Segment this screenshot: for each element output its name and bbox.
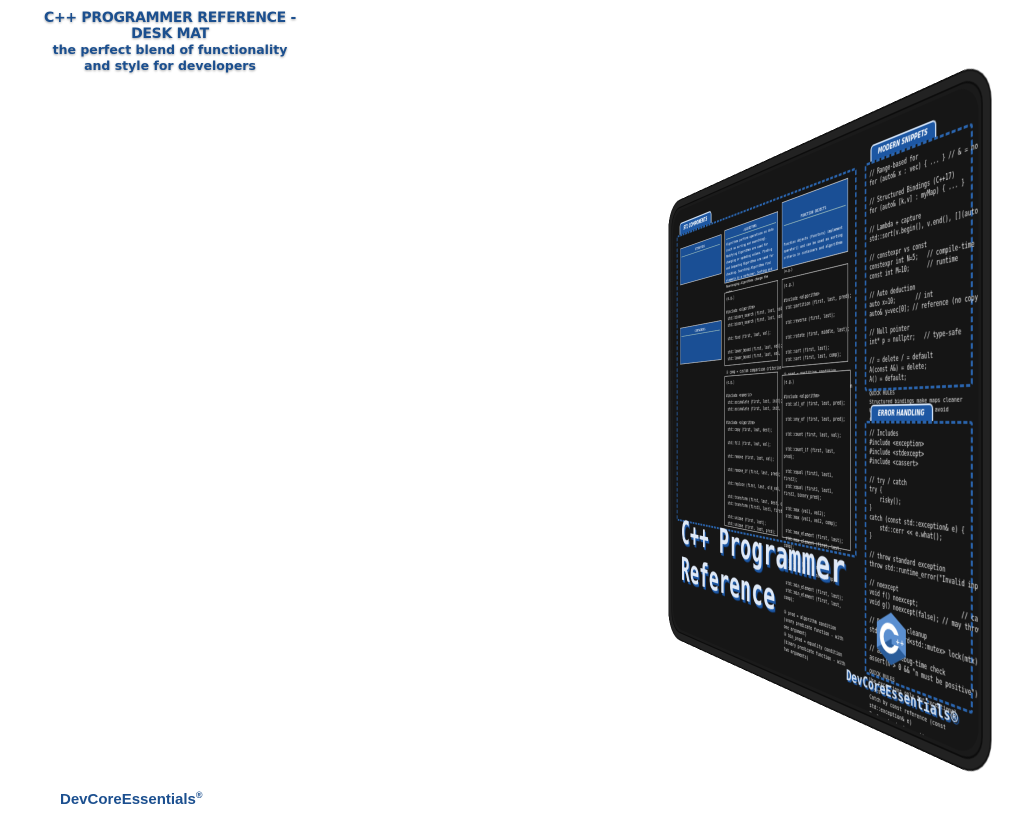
cpp-logo-icon: ++: [875, 608, 907, 671]
svg-text:++: ++: [896, 636, 905, 648]
modern-snippets-code: // Range-based for for (auto& x : vec) {…: [869, 141, 979, 384]
registered-mark: ®: [195, 790, 203, 800]
iterators-box: ITERATORS: [680, 234, 722, 286]
headline: C++ PROGRAMMER REFERENCE - DESK MAT the …: [40, 10, 300, 74]
algorithms-box: ALGORITHMS Algorithms perform operations…: [724, 211, 778, 295]
brand-footer: DevCoreEssentials®: [60, 790, 203, 808]
stl-panel: STL COMPONENTS ALGORITHMS Algorithms per…: [676, 167, 857, 668]
headline-title: C++ PROGRAMMER REFERENCE - DESK MAT: [44, 10, 296, 42]
function-objects-box: FUNCTION OBJECTS Function objects (funct…: [781, 177, 849, 301]
modern-snippets-panel: MODERN SNIPPETS // Range-based for for (…: [864, 118, 979, 442]
search-algorithms-box: (e.g.) #include <algorithm> std::binary_…: [724, 280, 796, 375]
compare-algorithms-box: (e.g.) #include <algorithm> std::all_of …: [781, 369, 851, 668]
sort-algorithms-box: (e.g.) #include <algorithm> std::partiti…: [781, 263, 852, 393]
error-handling-tab: ERROR HANDLING: [870, 403, 934, 421]
iterators-header: ITERATORS: [681, 238, 720, 258]
headline-subtitle: the perfect blend of functionality and s…: [52, 42, 288, 73]
mat-surface: STL COMPONENTS ALGORITHMS Algorithms per…: [673, 80, 979, 760]
brand-name: DevCoreEssentials: [60, 791, 196, 808]
containers-header: CONTAINERS: [681, 323, 720, 337]
containers-box: CONTAINERS: [680, 320, 722, 365]
modify-algorithms-box: (e.g.) #include <numeric> std::accumulat…: [724, 371, 812, 537]
stl-tab: STL COMPONENTS: [679, 210, 712, 235]
function-objects-header: FUNCTION OBJECTS: [783, 197, 846, 227]
modify-code: (e.g.) #include <numeric> std::accumulat…: [726, 379, 812, 536]
desk-mat: STL COMPONENTS ALGORITHMS Algorithms per…: [668, 60, 990, 780]
search-code: (e.g.) #include <algorithm> std::binary_…: [726, 294, 796, 376]
